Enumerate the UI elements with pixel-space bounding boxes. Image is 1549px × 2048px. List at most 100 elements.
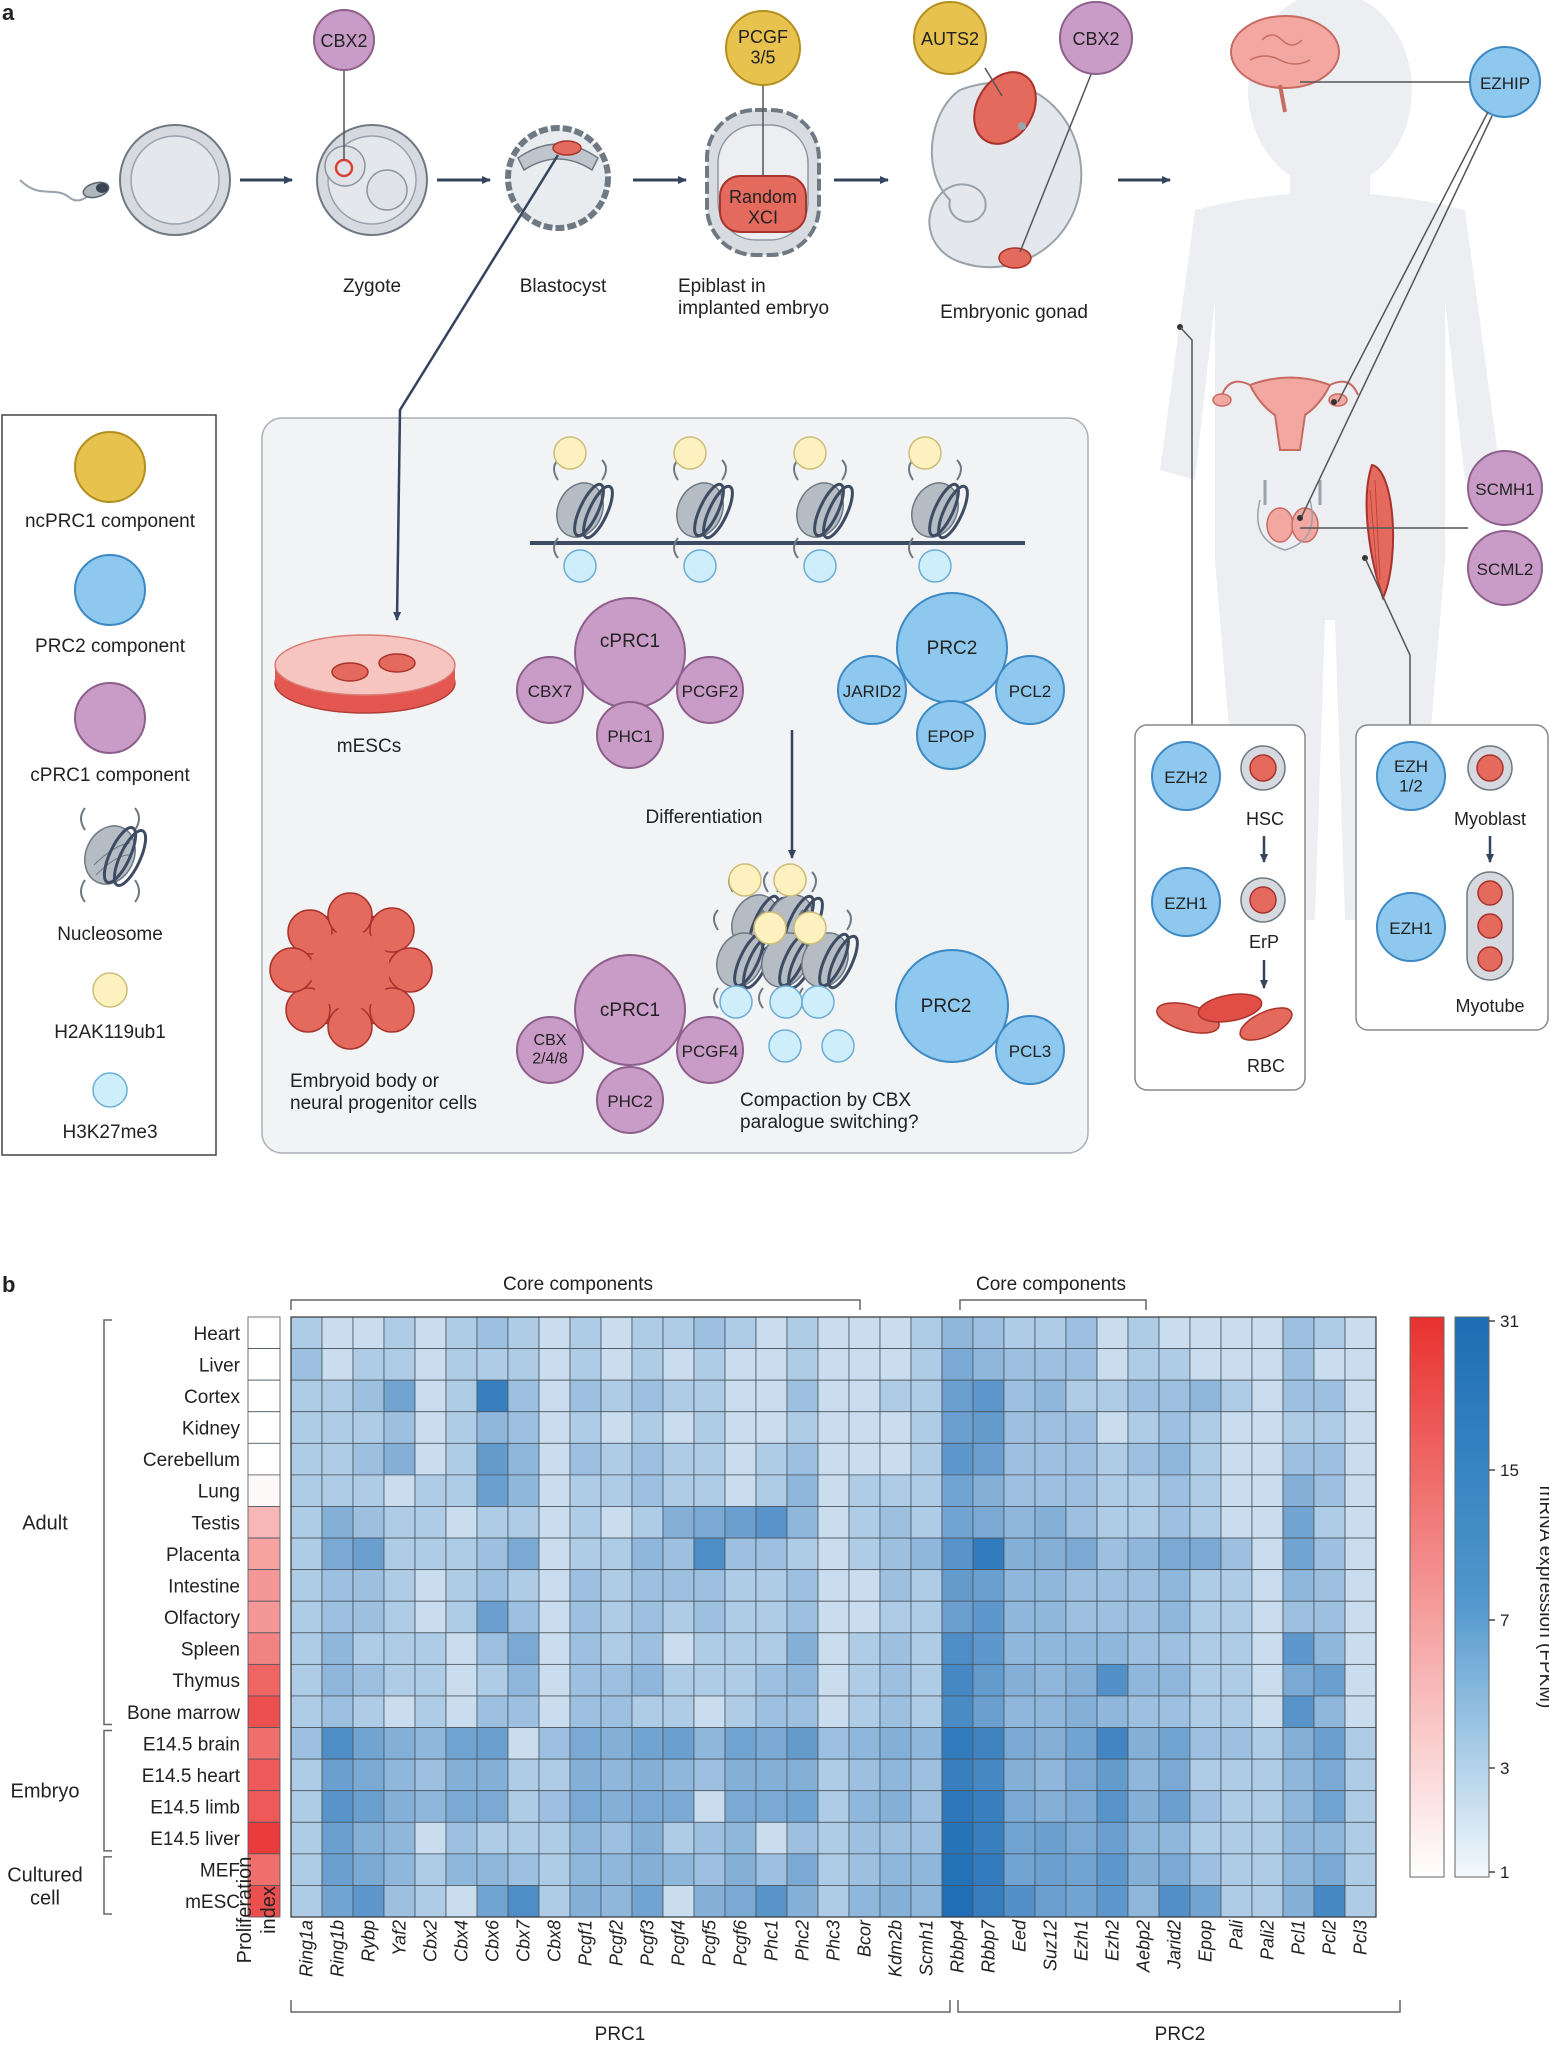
heatmap-cell xyxy=(1096,1758,1129,1792)
heatmap-cell xyxy=(1313,1506,1346,1539)
heatmap-cell xyxy=(1065,1790,1098,1823)
heatmap-cell xyxy=(693,1885,726,1918)
heatmap-cell xyxy=(1251,1506,1284,1539)
heatmap-cell xyxy=(848,1537,881,1571)
heatmap-cell xyxy=(1220,1758,1253,1792)
heatmap-cell xyxy=(1344,1506,1377,1539)
heatmap-cell xyxy=(321,1727,354,1760)
heatmap-cell xyxy=(383,1632,416,1665)
heatmap-cell xyxy=(290,1442,323,1476)
heatmap-cell xyxy=(1313,1632,1346,1665)
heatmap-cell xyxy=(941,1379,974,1413)
heatmap-cell xyxy=(693,1821,726,1855)
heatmap-cell xyxy=(631,1727,664,1760)
heatmap-cell xyxy=(941,1853,974,1886)
heatmap-cell xyxy=(352,1727,385,1760)
heatmap-cell xyxy=(879,1885,912,1918)
heatmap-cell xyxy=(1127,1506,1160,1539)
heatmap-cell xyxy=(786,1379,819,1413)
sperm-icon xyxy=(19,179,110,202)
heatmap-cell xyxy=(1158,1758,1191,1792)
heatmap-cell xyxy=(1127,1379,1160,1413)
heatmap-cell xyxy=(321,1348,354,1381)
heatmap-cell xyxy=(755,1411,788,1444)
heatmap-cell xyxy=(1065,1600,1098,1634)
heatmap-cell xyxy=(476,1379,509,1413)
heatmap-cell xyxy=(1158,1695,1191,1728)
heatmap-cell xyxy=(1127,1632,1160,1665)
heatmap-cell xyxy=(1158,1600,1191,1634)
heatmap-cell xyxy=(1282,1316,1315,1349)
heatmap-cell xyxy=(476,1663,509,1697)
heatmap-cell xyxy=(1127,1474,1160,1507)
heatmap-cell xyxy=(1344,1316,1377,1349)
heatmap-cell xyxy=(910,1506,943,1539)
row-group-label: Adult xyxy=(22,1512,68,1534)
heatmap-cell xyxy=(724,1474,757,1507)
heatmap-cell xyxy=(538,1411,571,1444)
heatmap-cell xyxy=(693,1379,726,1413)
heatmap-cell xyxy=(352,1442,385,1476)
pcgf4-label: PCGF4 xyxy=(682,1042,739,1061)
heatmap-cell xyxy=(1189,1663,1222,1697)
proliferation-cell xyxy=(247,1663,281,1697)
heatmap-cell xyxy=(1282,1663,1315,1697)
heatmap-cell xyxy=(1065,1695,1098,1728)
heatmap-cell xyxy=(693,1474,726,1507)
heatmap-cell xyxy=(445,1727,478,1760)
heatmap-cell xyxy=(1282,1569,1315,1602)
heatmap-cell xyxy=(290,1411,323,1444)
heatmap-cell xyxy=(1096,1632,1129,1665)
heatmap-cell xyxy=(1127,1885,1160,1918)
rbc-icon xyxy=(1156,993,1293,1041)
row-group-bracket xyxy=(103,1856,112,1915)
heatmap-cell xyxy=(1313,1885,1346,1918)
heatmap-cell xyxy=(321,1663,354,1697)
proliferation-cell xyxy=(247,1600,281,1634)
heatmap-cell xyxy=(1313,1727,1346,1760)
heatmap-cell xyxy=(631,1442,664,1476)
heatmap-cell xyxy=(538,1790,571,1823)
heatmap-cell xyxy=(414,1695,447,1728)
heatmap-cell xyxy=(414,1885,447,1918)
heatmap-cell xyxy=(600,1821,633,1855)
heatmap-cell xyxy=(1251,1853,1284,1886)
heatmap-cell xyxy=(476,1758,509,1792)
heatmap-cell xyxy=(941,1474,974,1507)
heatmap-cell xyxy=(352,1821,385,1855)
heatmap-cell xyxy=(476,1506,509,1539)
row-label: Intestine xyxy=(168,1576,240,1597)
heatmap-cell xyxy=(972,1442,1005,1476)
column-label: Scmh1 xyxy=(917,1920,937,1976)
heatmap-cell xyxy=(1220,1821,1253,1855)
heatmap-cell xyxy=(1003,1474,1036,1507)
heatmap-cell xyxy=(352,1695,385,1728)
ezh1-blood-label: EZH1 xyxy=(1164,894,1207,913)
proliferation-cell xyxy=(247,1632,281,1665)
heatmap-cell xyxy=(1003,1506,1036,1539)
heatmap-cell xyxy=(1158,1316,1191,1349)
prc2-bottom-label: PRC2 xyxy=(921,996,972,1017)
column-label: Cbx8 xyxy=(545,1920,565,1962)
heatmap-cell xyxy=(414,1569,447,1602)
heatmap-cell xyxy=(848,1885,881,1918)
heatmap-cell xyxy=(445,1379,478,1413)
heatmap-cell xyxy=(941,1348,974,1381)
column-label: Cbx7 xyxy=(514,1919,534,1962)
h3k27me3-mark xyxy=(683,549,717,583)
column-label: Pcgf5 xyxy=(700,1919,720,1966)
row-label: E14.5 heart xyxy=(142,1766,241,1787)
heatmap-cell xyxy=(507,1853,540,1886)
heatmap-cell xyxy=(445,1758,478,1792)
heatmap-cell xyxy=(631,1663,664,1697)
heatmap-cell xyxy=(910,1411,943,1444)
heatmap-cell xyxy=(538,1853,571,1886)
heatmap-cell xyxy=(476,1537,509,1571)
heatmap-cell xyxy=(1003,1537,1036,1571)
prc2-bracket xyxy=(957,2000,1401,2013)
heatmap-cell xyxy=(1282,1537,1315,1571)
heatmap-cell xyxy=(724,1790,757,1823)
heatmap-cell xyxy=(1096,1853,1129,1886)
heatmap-cell xyxy=(1065,1727,1098,1760)
heatmap-cell xyxy=(1251,1316,1284,1349)
